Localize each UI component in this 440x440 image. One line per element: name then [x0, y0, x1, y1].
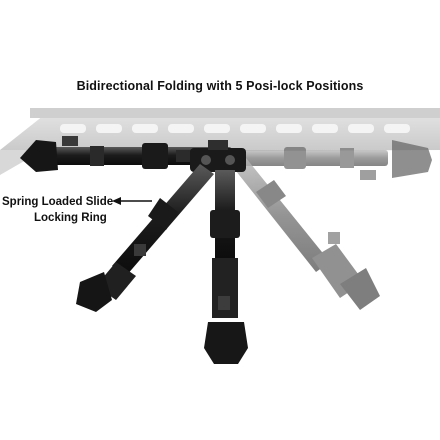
handguard-rail: [0, 108, 440, 175]
callout-line-1: Spring Loaded Slide: [2, 196, 114, 208]
leg-folded-forward: [238, 140, 432, 180]
leg-vertical: [204, 170, 248, 364]
image-heading: Bidirectional Folding with 5 Posi-lock P…: [76, 79, 364, 93]
leg-angled-forward: [232, 158, 380, 310]
callout-line-2: Locking Ring: [34, 212, 107, 224]
callout-arrow: [112, 197, 152, 205]
leg-folded-rearward: [20, 136, 232, 172]
slide-ring-callout: Spring Loaded Slide Locking Ring: [0, 194, 120, 226]
pivot-hub: [190, 140, 246, 172]
leg-angled-rearward: [76, 164, 214, 312]
